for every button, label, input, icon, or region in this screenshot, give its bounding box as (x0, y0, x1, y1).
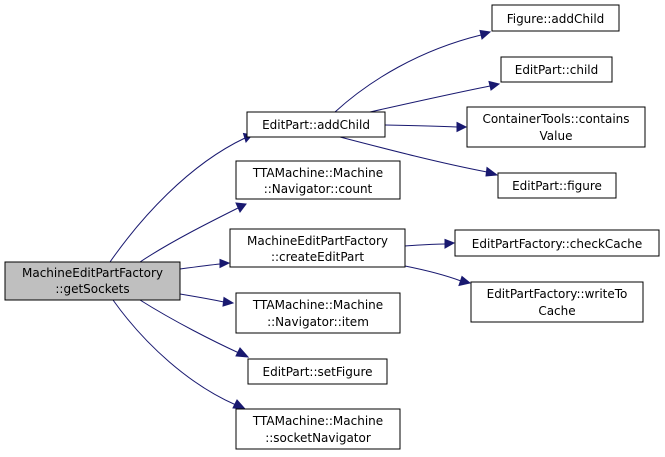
edge-root-to-navigator-count (139, 202, 247, 263)
node-edit-part-set-figure[interactable]: EditPart::setFigure (247, 358, 388, 385)
node-edit-part-add-child[interactable]: EditPart::addChild (246, 111, 386, 138)
node-contains-value[interactable]: ContainerTools::contains Value (466, 106, 646, 148)
svg-text:EditPartFactory::checkCache: EditPartFactory::checkCache (472, 237, 642, 251)
node-create-edit-part[interactable]: MachineEditPartFactory ::createEditPart (229, 228, 406, 268)
svg-text:Figure::addChild: Figure::addChild (507, 12, 605, 26)
svg-text:TTAMachine::Machine: TTAMachine::Machine (252, 166, 383, 180)
svg-text:TTAMachine::Machine: TTAMachine::Machine (252, 414, 383, 428)
svg-text:MachineEditPartFactory: MachineEditPartFactory (22, 266, 163, 280)
svg-text:EditPart::figure: EditPart::figure (512, 179, 602, 193)
edge-create-edit-part-to-check-cache (404, 238, 456, 249)
svg-text:::getSockets: ::getSockets (55, 282, 129, 296)
node-root-get-sockets[interactable]: MachineEditPartFactory ::getSockets (4, 261, 181, 301)
svg-text:MachineEditPartFactory: MachineEditPartFactory (247, 234, 388, 248)
edge-add-child-to-figure-add-child (334, 29, 492, 113)
svg-text:EditPart::child: EditPart::child (515, 63, 599, 77)
svg-text:EditPart::setFigure: EditPart::setFigure (263, 365, 373, 379)
edge-root-to-set-figure (139, 299, 250, 358)
node-figure-add-child[interactable]: Figure::addChild (491, 4, 620, 32)
node-edit-part-figure[interactable]: EditPart::figure (497, 172, 617, 199)
svg-text:::Navigator::count: ::Navigator::count (264, 182, 373, 196)
node-socket-navigator[interactable]: TTAMachine::Machine ::socketNavigator (235, 408, 401, 450)
svg-text:TTAMachine::Machine: TTAMachine::Machine (252, 298, 383, 312)
svg-text:::createEditPart: ::createEditPart (271, 250, 364, 264)
svg-text:EditPart::addChild: EditPart::addChild (262, 118, 370, 132)
edge-root-to-socket-navigator (112, 299, 247, 410)
edge-add-child-to-edit-part-child (369, 80, 501, 113)
edge-root-to-navigator-item (179, 293, 235, 307)
node-check-cache[interactable]: EditPartFactory::checkCache (454, 229, 660, 257)
edge-add-child-to-edit-part-figure (339, 136, 499, 177)
edge-create-edit-part-to-write-to-cache (404, 265, 472, 287)
node-edit-part-child[interactable]: EditPart::child (500, 56, 613, 83)
svg-text:::Navigator::item: ::Navigator::item (267, 315, 369, 329)
svg-text:Value: Value (540, 129, 573, 143)
svg-text:::socketNavigator: ::socketNavigator (265, 431, 371, 445)
edge-root-to-create-edit-part (179, 258, 231, 270)
svg-text:EditPartFactory::writeTo: EditPartFactory::writeTo (487, 287, 628, 301)
svg-text:Cache: Cache (538, 304, 575, 318)
node-navigator-count[interactable]: TTAMachine::Machine ::Navigator::count (235, 160, 401, 200)
node-navigator-item[interactable]: TTAMachine::Machine ::Navigator::item (235, 292, 401, 334)
edge-add-child-to-contains-value (384, 121, 468, 133)
node-write-to-cache[interactable]: EditPartFactory::writeTo Cache (470, 281, 644, 323)
svg-text:ContainerTools::contains: ContainerTools::contains (482, 112, 629, 126)
